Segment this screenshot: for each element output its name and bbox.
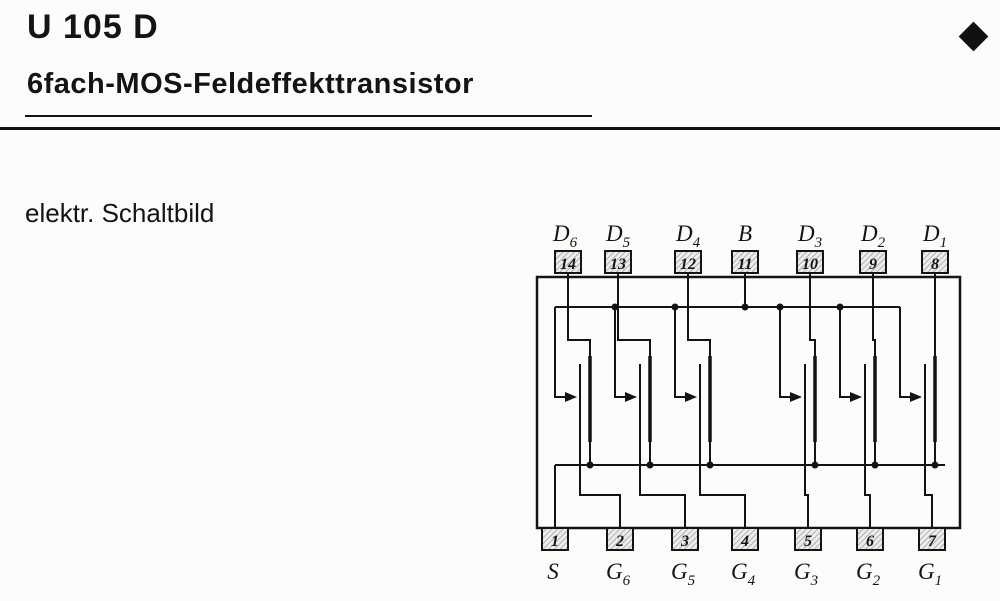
pin-number: 11: [737, 256, 752, 273]
pin-number: 12: [680, 256, 696, 273]
junction-dot: [671, 303, 679, 311]
pin-label: G6: [606, 559, 631, 589]
top-pin-9: 9 D2: [859, 221, 887, 274]
bottom-pin-4: 4 G4: [731, 527, 759, 589]
pin-box: [794, 527, 822, 551]
pin-label: G3: [794, 559, 818, 589]
bus-wiring: [554, 273, 945, 528]
pin-box: [671, 527, 699, 551]
junction-dot: [811, 461, 819, 469]
pin-label: D1: [922, 221, 947, 251]
pin-number: 2: [615, 533, 624, 550]
bulk-arrow: [850, 392, 862, 402]
junction-dot: [586, 461, 594, 469]
transistor-4: [671, 273, 746, 528]
subtitle-underline: [25, 115, 592, 117]
pin-label: S: [547, 559, 559, 584]
top-pin-10: 10 D3: [796, 221, 824, 274]
pin-label: D4: [675, 221, 701, 251]
junction-dot: [776, 303, 784, 311]
transistor-2: [836, 273, 879, 528]
pin-number: 6: [866, 533, 874, 550]
pin-label: G5: [671, 559, 696, 589]
pin-number: 13: [610, 256, 626, 273]
pin-box: [541, 527, 569, 551]
pin-label: D5: [605, 221, 631, 251]
pin-label: G4: [731, 559, 756, 589]
pin-label: D2: [860, 221, 886, 251]
pin-number: 5: [804, 533, 812, 550]
pin-number: 8: [931, 256, 939, 273]
bottom-pin-6: 6 G2: [856, 527, 884, 589]
transistor-6: [554, 273, 621, 528]
pin-number: 1: [551, 533, 559, 550]
bottom-pin-2: 2 G6: [606, 527, 634, 589]
bulk-arrow: [790, 392, 802, 402]
section-label: elektr. Schaltbild: [25, 198, 215, 228]
pin-box: [606, 527, 634, 551]
ic-outline: [535, 275, 962, 530]
pin-number: 9: [869, 256, 877, 273]
bottom-pin-3: 3 G5: [671, 527, 699, 589]
top-pin-13: 13 D5: [604, 221, 632, 274]
transistor-3: [776, 273, 819, 528]
transistor-5: [611, 273, 686, 528]
bottom-pin-7: 7 G1: [918, 527, 946, 589]
pin-box: [731, 527, 759, 551]
pin-label: G1: [918, 559, 942, 589]
bottom-pin-5: 5 G3: [794, 527, 822, 589]
junction-dot: [871, 461, 879, 469]
junction-dot: [706, 461, 714, 469]
pin-number: 14: [560, 256, 576, 273]
top-pin-12: 12 D4: [674, 221, 702, 274]
top-pin-8: 8 D1: [921, 221, 949, 274]
junction-dot: [611, 303, 619, 311]
junction-dot: [931, 461, 939, 469]
pin-number: 4: [740, 533, 749, 550]
transistor-1: [899, 273, 939, 528]
junction-dot: [646, 461, 654, 469]
junction-dot: [836, 303, 844, 311]
top-pin-14: 14 D6: [552, 221, 582, 274]
bulk-arrow: [910, 392, 922, 402]
junction-dot: [741, 303, 749, 311]
pin-label: D3: [797, 221, 822, 251]
bottom-pin-1: 1 S: [541, 527, 569, 584]
pin-box: [918, 527, 946, 551]
page-title: U 105 D: [27, 8, 159, 46]
pin-box: [856, 527, 884, 551]
pin-number: 10: [802, 256, 818, 273]
pin-label: G2: [856, 559, 881, 589]
pin-label: B: [738, 221, 752, 246]
bulk-arrow: [625, 392, 637, 402]
bulk-arrow: [685, 392, 697, 402]
pin-label: D6: [552, 221, 578, 251]
pin-number: 3: [680, 533, 689, 550]
bulk-arrow: [565, 392, 577, 402]
pin-number: 7: [928, 533, 937, 550]
header-rule: [0, 127, 1000, 130]
page-subtitle: 6fach-MOS-Feldeffekttransistor: [27, 68, 474, 100]
top-pin-11: 11 B: [731, 221, 759, 274]
